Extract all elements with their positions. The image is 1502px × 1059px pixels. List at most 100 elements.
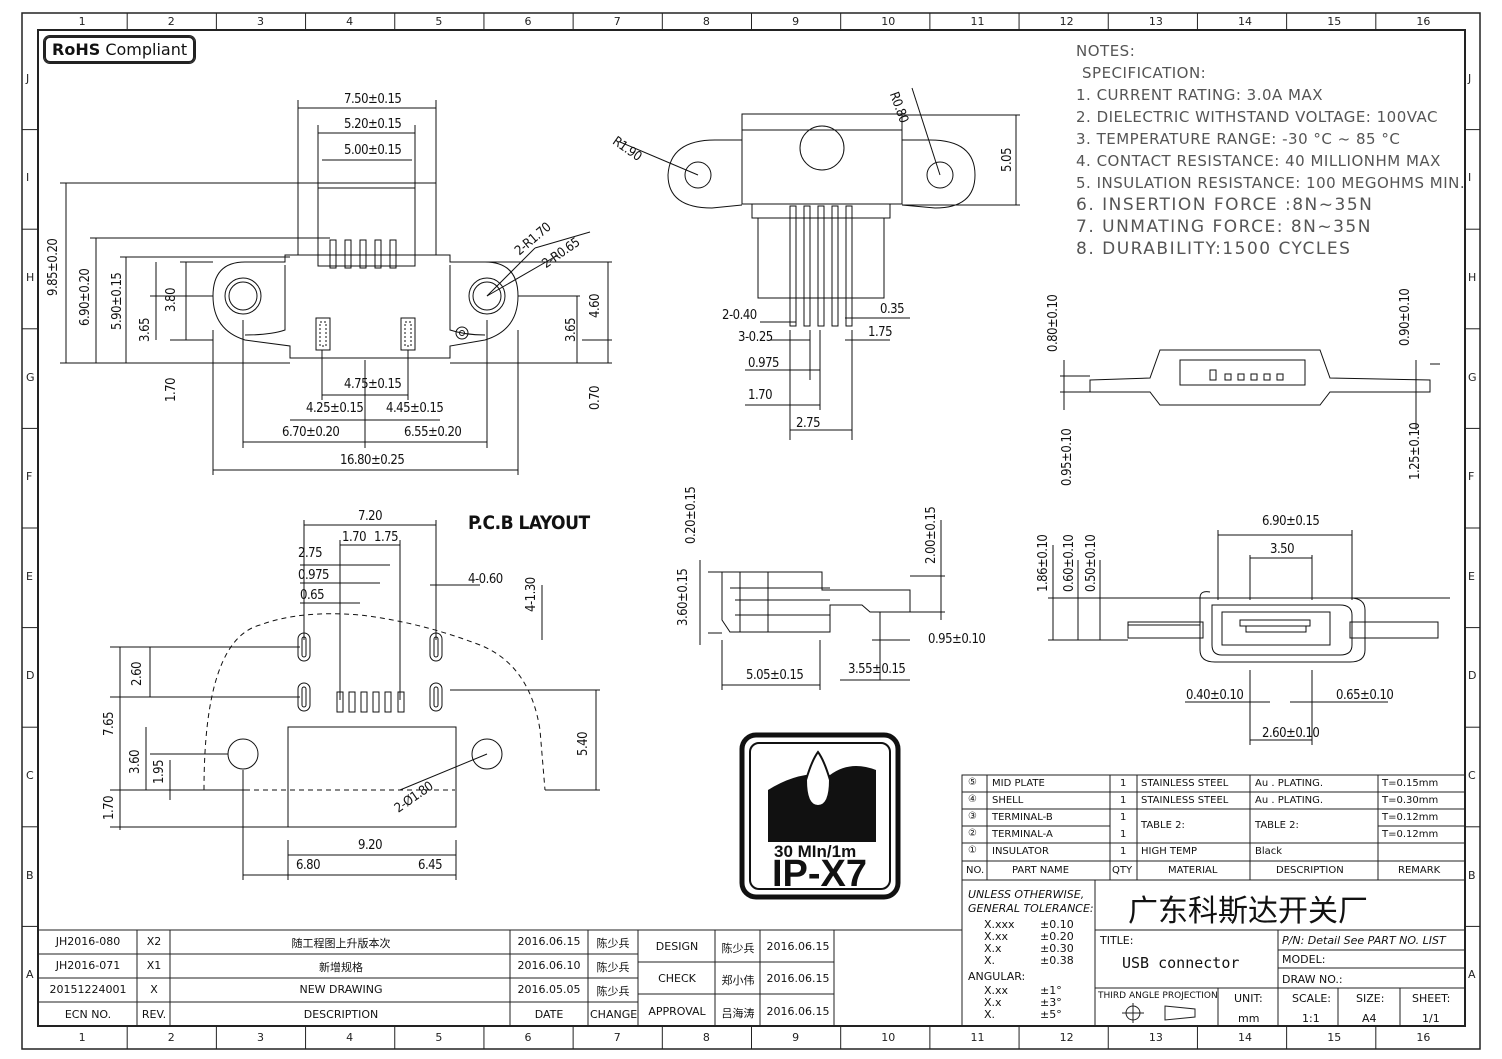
bom-no: ③ [968,811,977,822]
rev-header-change: CHANGE [590,1008,638,1021]
bom-header-material: MATERIAL [1168,865,1218,876]
part-number: P/N: Detail See PART NO. LIST [1282,934,1446,947]
approval-name: 郑小伟 [721,974,755,987]
dim-label: 7.65 [102,711,117,736]
bom-no: ② [968,828,977,839]
bom-part-name: TERMINAL-B [992,812,1053,823]
dim-label: 3.65 [138,317,153,342]
model-label: MODEL: [1282,953,1326,966]
dim-label: 3.50 [1270,542,1295,557]
dim-label: 1.75 [868,325,893,340]
tol-val: ±0.20 [1040,930,1074,943]
rev-date: 2016.06.15 [517,935,581,948]
note-6: 6. INSERTION FORCE :8N~35N [1076,195,1374,215]
ang-key: X. [984,1008,996,1021]
side-view-right [1060,349,1440,430]
zone-number: 3 [256,15,264,28]
zone-number: 5 [435,15,443,28]
rev-header-rev: REV. [141,1008,167,1021]
tol-key: X.xx [984,930,1009,943]
unit-label: UNIT: [1234,992,1263,1005]
note-8: 8. DURABILITY:1500 CYCLES [1076,239,1352,259]
zone-number: 10 [881,15,896,28]
rev-rev: X2 [146,935,162,948]
rev-description: NEW DRAWING [299,983,383,996]
zone-number: 7 [613,15,621,28]
dim-label: 6.90±0.15 [1262,514,1320,529]
dim-label: 1.75 [374,530,399,545]
dim-label: 2.75 [796,416,821,431]
dim-label: 1.70 [748,388,773,403]
dim-label: 0.975 [748,356,779,371]
zone-number: 10 [881,1031,896,1044]
ang-val: ±5° [1040,1008,1062,1021]
bom-header-remark: REMARK [1398,865,1441,876]
rev-description: 随工程图上升版本次 [291,937,391,950]
company-name: 广东科斯达开关厂 [1128,894,1368,929]
dim-label: 5.90±0.15 [110,272,125,330]
dim-label: 3.60±0.15 [676,568,691,626]
bom-material: HIGH TEMP [1141,846,1198,857]
zone-number: 1 [78,1031,86,1044]
dim-label: 5.05±0.15 [746,668,804,683]
dim-label: 6.80 [296,858,321,873]
notes-block: NOTES: SPECIFICATION: 1. CURRENT RATING:… [1076,40,1465,260]
ip-depth-text: 30 MIn/1m [774,842,857,861]
rev-change: 陈少兵 [596,961,630,974]
dim-label: 5.20±0.15 [344,117,402,132]
dim-label: 6.70±0.20 [282,425,340,440]
zone-number: 15 [1327,15,1342,28]
scale-label: SCALE: [1292,992,1331,1005]
zone-number: 6 [524,1031,532,1044]
bom-table-lines [961,774,1466,881]
dim-label: 9.20 [358,838,383,853]
dim-label: 5.40 [576,731,591,756]
dim-label: 1.70 [102,795,117,820]
top-view [619,87,1020,440]
tol-key: X. [984,954,996,967]
zone-letter: F [1468,470,1475,484]
zone-number: 12 [1059,1031,1074,1044]
size-value: A4 [1362,1012,1377,1025]
dim-label: 0.975 [298,568,329,583]
dim-label: 0.40±0.10 [1186,688,1244,703]
bom-part-name: MID PLATE [992,778,1045,789]
zone-number: 7 [613,1031,621,1044]
dim-label: 0.50±0.10 [1084,534,1099,592]
approval-date: 2016.06.15 [766,972,830,985]
approval-name: 吕海涛 [721,1007,755,1020]
tol-val: ±0.30 [1040,942,1074,955]
ang-key: X.x [984,996,1002,1009]
bom-description: TABLE 2: [1255,820,1299,831]
zone-number: 16 [1416,1031,1431,1044]
bom-qty: 1 [1120,795,1127,806]
zone-number: 9 [792,1031,800,1044]
approval-date: 2016.06.15 [766,940,830,953]
rev-date: 2016.06.10 [517,959,581,972]
zone-number: 16 [1416,15,1431,28]
dim-label: 4.75±0.15 [344,377,402,392]
tol-key: X.xxx [984,918,1015,931]
rev-ecn: 20151224001 [49,983,127,996]
dim-label: 4.60 [588,293,603,318]
side-view-middle [699,520,945,690]
rev-ecn: JH2016-071 [55,959,121,972]
dim-label: 6.45 [418,858,443,873]
zone-letter: I [1468,171,1472,185]
zone-number: 14 [1238,15,1253,28]
zone-number: 14 [1238,1031,1253,1044]
drawno-label: DRAW NO.: [1282,973,1343,986]
tol-val: ±0.10 [1040,918,1074,931]
zone-letter: A [1468,968,1476,982]
bom-remark: T=0.12mm [1382,829,1439,840]
zone-number: 8 [702,1031,710,1044]
rev-header-date: DATE [534,1008,564,1021]
zone-number: 2 [167,15,175,28]
zone-number: 1 [78,15,86,28]
dim-label: 16.80±0.25 [340,453,405,468]
note-4: 4. CONTACT RESISTANCE: 40 MILLIONHM MAX [1076,152,1441,170]
zone-number: 15 [1327,1031,1342,1044]
zone-letter: A [26,968,34,982]
